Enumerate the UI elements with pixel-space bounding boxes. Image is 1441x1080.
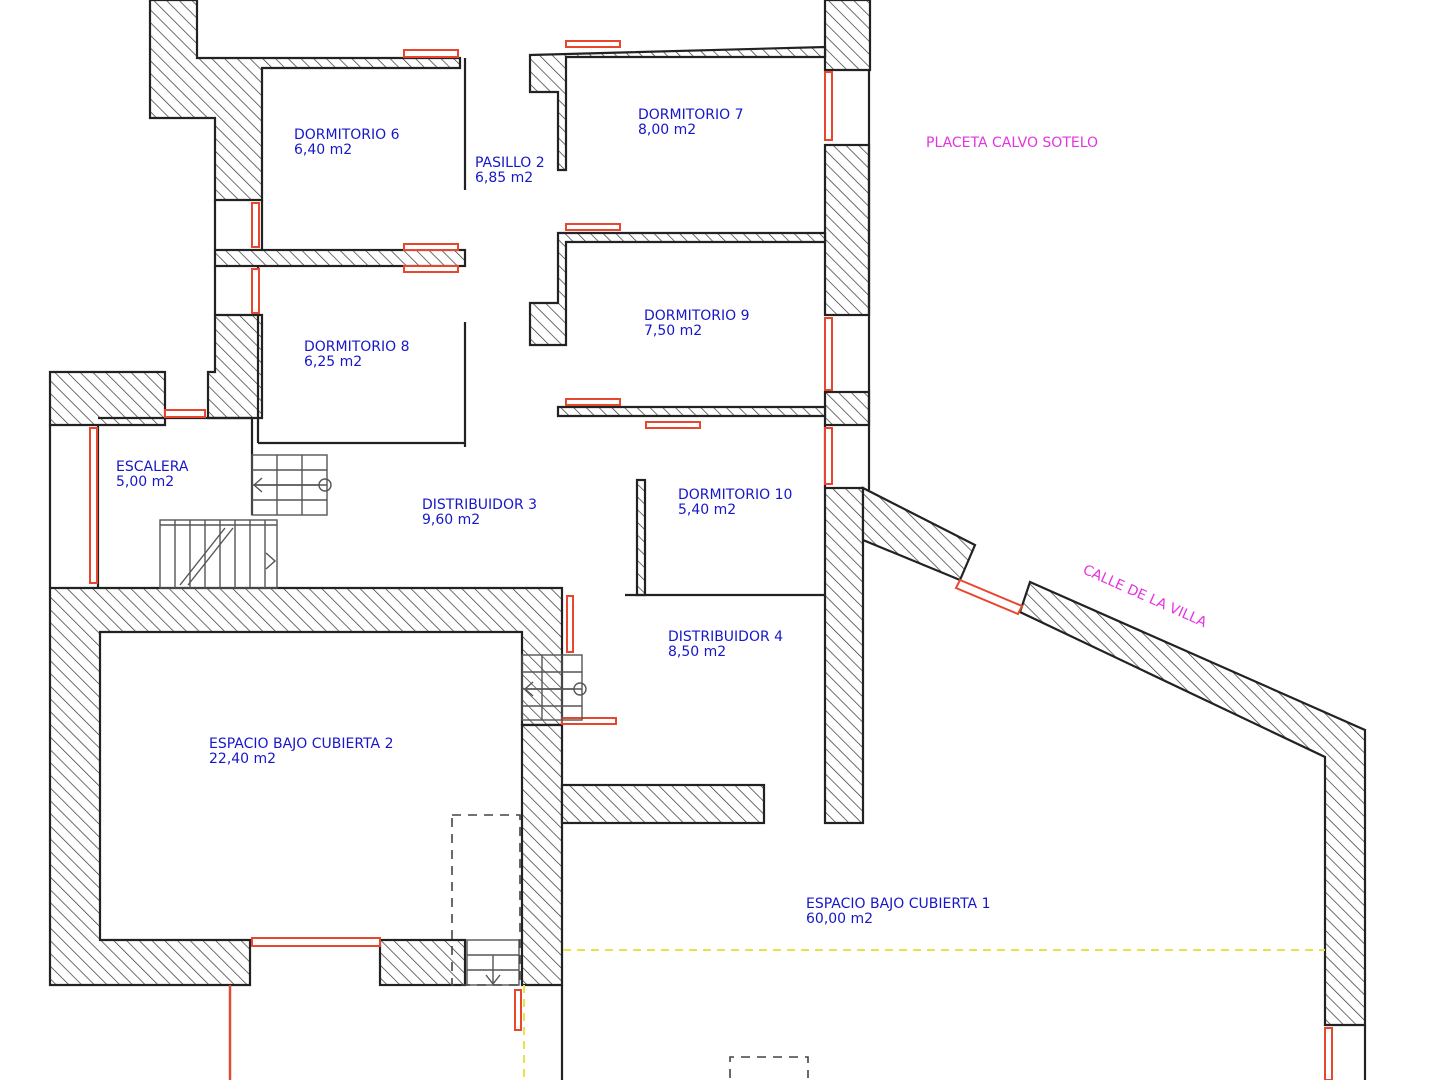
windows [89,40,1333,1080]
wall-dormitorio-6-8-divider [213,248,467,268]
staircase-lower [466,939,520,986]
label-placeta-calvo-sotelo: PLACETA CALVO SOTELO [926,135,1098,151]
window-lower-right [1324,1027,1333,1080]
dashed-lines [451,814,1325,1080]
door-dormitorio-6 [403,243,459,251]
door-distribuidor-4-bottom [561,717,617,725]
wall-espacio-2-bottom-right [378,938,467,987]
wall-right-segment-2 [823,390,871,427]
wall-espacio-bajo-cubierta-2 [48,586,564,987]
window-right-dormitorio-10 [824,427,833,485]
window-right-dormitorio-9 [824,317,833,391]
door-distribuidor-4 [566,595,574,653]
thin-walls [48,58,1367,1080]
window-top-dormitorio-6 [403,49,459,58]
door-dormitorio-8 [403,265,459,273]
walls [48,0,1367,1027]
wall-diagonal-long [1018,580,1367,1027]
wall-dormitorio-9-top [528,231,827,347]
wall-diagonal-calle-villa [861,486,977,582]
wall-right-segment-1 [823,143,871,317]
window-espacio-2-bottom [251,937,381,947]
wall-horizontal-bar [560,783,766,825]
window-top-dormitorio-7 [565,40,621,48]
wall-top-right [823,0,872,72]
wall-dormitorio-7-top [528,45,827,172]
wall-escalera-block [48,370,167,427]
wall-top-left [148,0,462,202]
staircase-distribuidor-4 [521,654,587,721]
window-left-dormitorio-8 [251,268,260,314]
dashed-bottom-box [729,1056,809,1078]
window-escalera-top [164,409,206,418]
wall-espacio-2-right [520,723,564,987]
window-bottom-jamb [514,989,522,1031]
wall-dormitorio-9-bottom [556,405,827,418]
window-diagonal [954,578,1024,616]
door-dormitorio-9 [565,223,621,231]
staircase-escalera [159,454,332,589]
window-escalera-left [89,427,98,584]
door-dormitorio-9-bottom [565,398,621,406]
wall-dormitorio-10-left [635,478,647,597]
dashed-hatch-outline [451,814,521,986]
wall-left-column [206,313,264,420]
wall-vertical-distribuidor-4 [823,486,865,825]
window-right-dormitorio-7 [824,71,833,141]
window-left-dormitorio-6 [251,202,260,248]
door-dormitorio-10 [645,421,701,429]
